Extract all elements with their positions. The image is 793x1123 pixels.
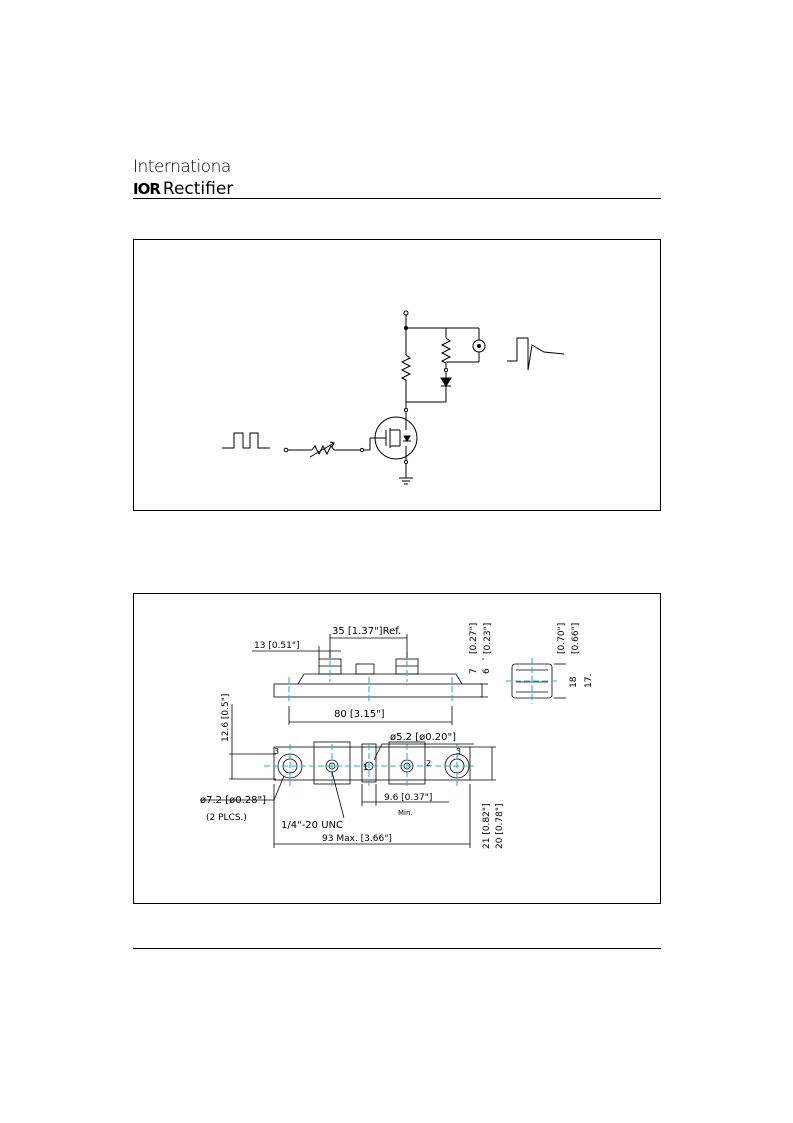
dim-9-6: 9.6 [0.37"] <box>384 793 432 803</box>
test-circuit-figure <box>133 239 661 511</box>
dim-20: 20 [0.78"] <box>495 803 505 849</box>
dim-6: 6 <box>482 668 492 674</box>
dim-070: [0.70"] <box>557 623 567 654</box>
dim-13: 13 [0.51"] <box>254 641 300 651</box>
dim-18: 18 <box>569 676 579 688</box>
dim-7-2: ø7.2 [ø0.28"] <box>200 795 266 806</box>
pin-3-right: 3 <box>456 747 461 756</box>
dim-min: Min. <box>398 809 413 817</box>
pin-2: 2 <box>426 759 431 768</box>
pin-3-left: 3 <box>274 747 279 756</box>
dim-17: 17. <box>584 674 594 688</box>
footer-rule <box>133 948 661 949</box>
dim-12-6: 12.6 [0.5"] <box>221 694 231 742</box>
header-rule <box>133 198 661 199</box>
dim-5-2: ø5.2 [ø0.20"] <box>390 732 456 743</box>
company-name-line1: Internationa <box>133 157 231 177</box>
package-outline-drawing: 35 [1.37"]Ref. 13 [0.51"] 80 [3.15"] 7 6… <box>200 623 594 849</box>
company-name-line2: Rectifier <box>162 179 234 199</box>
pin-1: 1 <box>363 763 368 772</box>
dim-066: [0.66"] <box>571 623 581 654</box>
dim-023: [0.23"] <box>483 623 493 654</box>
dim-027: [0.27"] <box>469 623 479 654</box>
company-logo: IOR Rectifier <box>133 179 233 199</box>
logo-mark: IOR <box>133 180 161 198</box>
dim-35: 35 [1.37"]Ref. <box>332 626 401 637</box>
dim-93: 93 Max. [3.66"] <box>322 834 392 844</box>
dim-21: 21 [0.82"] <box>482 803 492 849</box>
dim-80: 80 [3.15"] <box>334 709 385 720</box>
dim-7: 7 <box>469 668 479 674</box>
plcs-label: (2 PLCS.) <box>206 813 247 823</box>
package-outline-figure: 35 [1.37"]Ref. 13 [0.51"] 80 [3.15"] 7 6… <box>133 593 661 904</box>
test-circuit-schematic <box>222 310 565 485</box>
thread-label: 1/4"-20 UNC <box>281 820 343 831</box>
